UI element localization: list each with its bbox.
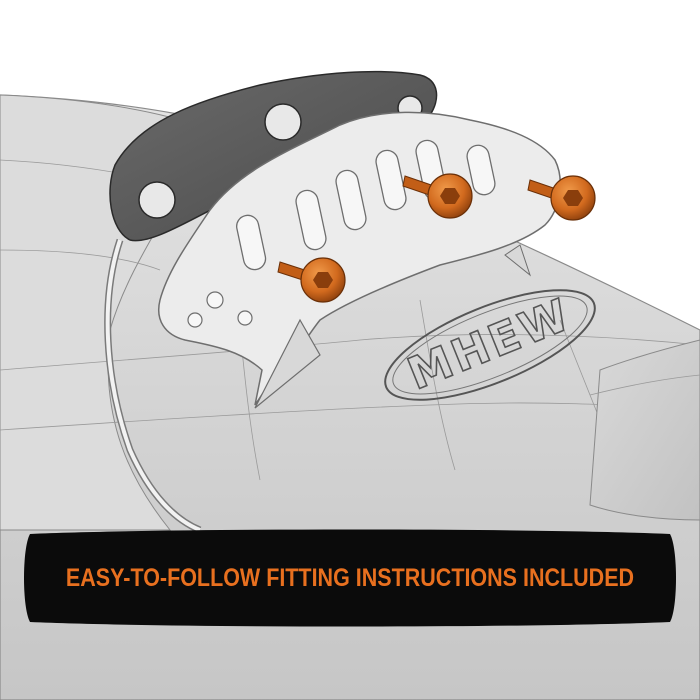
bolt-center (402, 173, 473, 219)
banner-background (24, 529, 676, 627)
fitting-instructions-banner: EASY-TO-FOLLOW FITTING INSTRUCTIONS INCL… (22, 528, 678, 628)
banner-text: EASY-TO-FOLLOW FITTING INSTRUCTIONS INCL… (65, 563, 635, 592)
gasket-plate (109, 70, 438, 242)
bolt-front-left (277, 257, 346, 303)
bolt-right (527, 175, 596, 221)
